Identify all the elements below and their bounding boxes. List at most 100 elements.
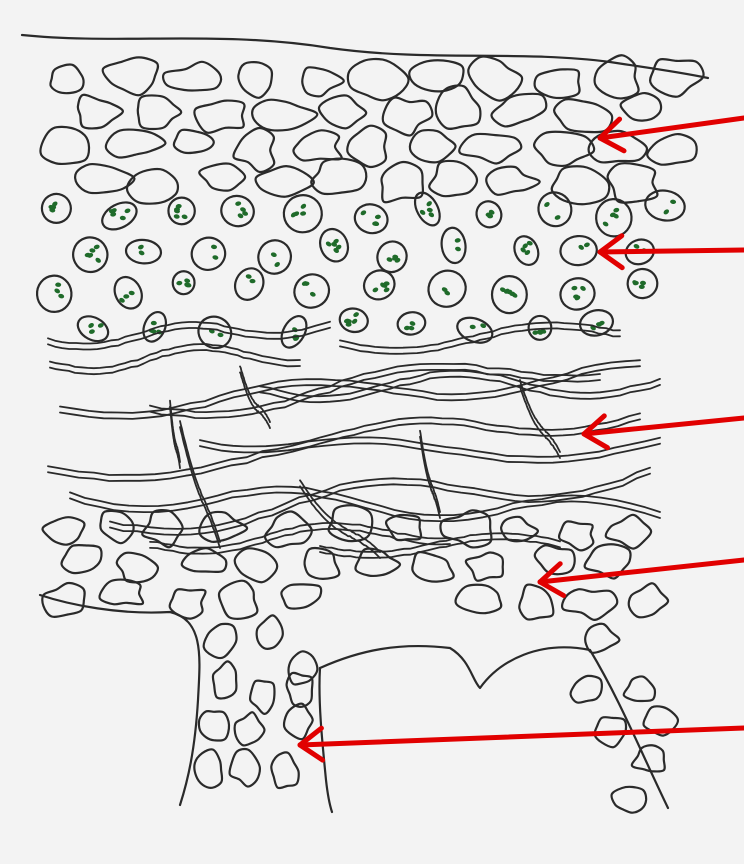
algal-cell xyxy=(557,275,598,313)
chloroplast xyxy=(270,252,277,258)
cortex-cell xyxy=(459,134,521,164)
medulla-hyphae-layer xyxy=(48,322,660,558)
algal-cell-wall xyxy=(188,234,229,274)
cortex-cell xyxy=(491,94,546,127)
stalk-cell xyxy=(250,681,274,714)
chloroplast xyxy=(428,211,435,218)
algal-cell xyxy=(422,264,472,313)
chloroplast xyxy=(88,329,95,335)
chloroplast xyxy=(579,285,586,292)
cortex-cell xyxy=(456,585,502,613)
stalk-right-edge xyxy=(319,668,332,812)
algal-cell xyxy=(139,309,170,345)
cortex-cell xyxy=(559,521,593,550)
chloroplast xyxy=(217,332,224,337)
cortex-cell xyxy=(252,100,317,131)
stalk-cell xyxy=(194,749,222,788)
chloroplast xyxy=(249,279,255,284)
chloroplast xyxy=(408,325,415,330)
chloroplast xyxy=(386,257,393,263)
chloroplast xyxy=(384,281,390,285)
hypha-wall xyxy=(320,533,560,552)
cortex-cell xyxy=(552,166,610,204)
cortex-cell xyxy=(436,85,481,128)
algal-cell-wall xyxy=(492,276,527,313)
rhizine-stalk xyxy=(194,615,317,788)
algal-cell xyxy=(98,197,141,235)
label-arrow-medulla xyxy=(584,416,744,448)
hypha xyxy=(48,437,660,481)
cortex-cell xyxy=(163,62,221,91)
chloroplast xyxy=(360,209,367,216)
hypha-branch xyxy=(240,366,270,428)
hypha-wall xyxy=(50,350,300,374)
chloroplast xyxy=(639,285,645,289)
stalk-cell xyxy=(235,712,265,745)
cortex-cell xyxy=(138,95,182,129)
hypha-wall xyxy=(110,474,650,535)
chloroplast xyxy=(211,244,218,249)
chloroplast xyxy=(633,243,640,250)
algal-cell xyxy=(595,198,632,237)
algal-cell xyxy=(36,274,73,313)
hypha xyxy=(50,344,300,374)
chloroplast xyxy=(87,322,94,329)
algal-cell-wall xyxy=(139,309,170,345)
chloroplast xyxy=(137,244,144,251)
lower-surface-line xyxy=(320,646,668,808)
cortex-cell xyxy=(429,161,477,196)
algal-cell xyxy=(172,271,195,295)
chloroplast xyxy=(426,207,433,212)
algal-cell xyxy=(396,310,427,337)
chloroplast xyxy=(325,240,332,247)
algal-cell-wall xyxy=(172,271,195,295)
chloroplast xyxy=(543,201,550,208)
chloroplast xyxy=(53,287,60,294)
algal-cell xyxy=(510,232,543,268)
chloroplast xyxy=(409,320,416,327)
cortex-cell xyxy=(571,676,602,703)
algal-cell-wall xyxy=(532,187,577,233)
chloroplast xyxy=(583,242,590,248)
cortex-cell xyxy=(170,589,206,618)
chloroplast xyxy=(245,274,252,280)
chloroplast xyxy=(375,214,382,219)
chloroplast xyxy=(309,291,316,298)
algal-cell-wall xyxy=(98,197,141,235)
algal-cell xyxy=(626,268,658,300)
cortex-cell xyxy=(355,549,400,576)
chloroplast xyxy=(176,281,183,286)
chloroplast xyxy=(352,311,359,318)
cortex-cell xyxy=(608,163,658,203)
chloroplast xyxy=(123,294,129,298)
algal-cell xyxy=(492,276,527,313)
cortex-cell xyxy=(100,511,133,543)
algal-cell-wall xyxy=(643,188,687,224)
cortex-cell xyxy=(519,584,553,619)
cortex-cell xyxy=(535,69,580,98)
hypha xyxy=(340,322,620,353)
algal-cell xyxy=(109,272,147,313)
upper-cortex-layer xyxy=(40,55,703,204)
chloroplast xyxy=(300,203,307,210)
algal-cell xyxy=(338,306,370,335)
chloroplast xyxy=(454,238,461,243)
stalk-cell xyxy=(213,661,237,698)
chloroplast xyxy=(670,199,677,204)
cortex-cell xyxy=(42,583,84,617)
chloroplast xyxy=(58,293,65,299)
algal-cell-wall xyxy=(289,269,335,314)
label-arrow-rhizine xyxy=(300,728,744,760)
algal-cell xyxy=(559,235,598,267)
label-arrow-algal-layer xyxy=(600,236,744,268)
cortex-cell xyxy=(534,132,594,166)
cortex-cell xyxy=(468,57,522,101)
cortex-cell xyxy=(182,548,227,572)
cortex-cell xyxy=(554,99,612,132)
cortex-cell xyxy=(650,59,703,97)
stalk-cell xyxy=(229,749,259,786)
algal-cell-wall xyxy=(36,274,73,313)
chloroplast xyxy=(124,208,131,214)
chloroplast xyxy=(613,207,620,213)
algal-cell-wall xyxy=(595,198,632,237)
